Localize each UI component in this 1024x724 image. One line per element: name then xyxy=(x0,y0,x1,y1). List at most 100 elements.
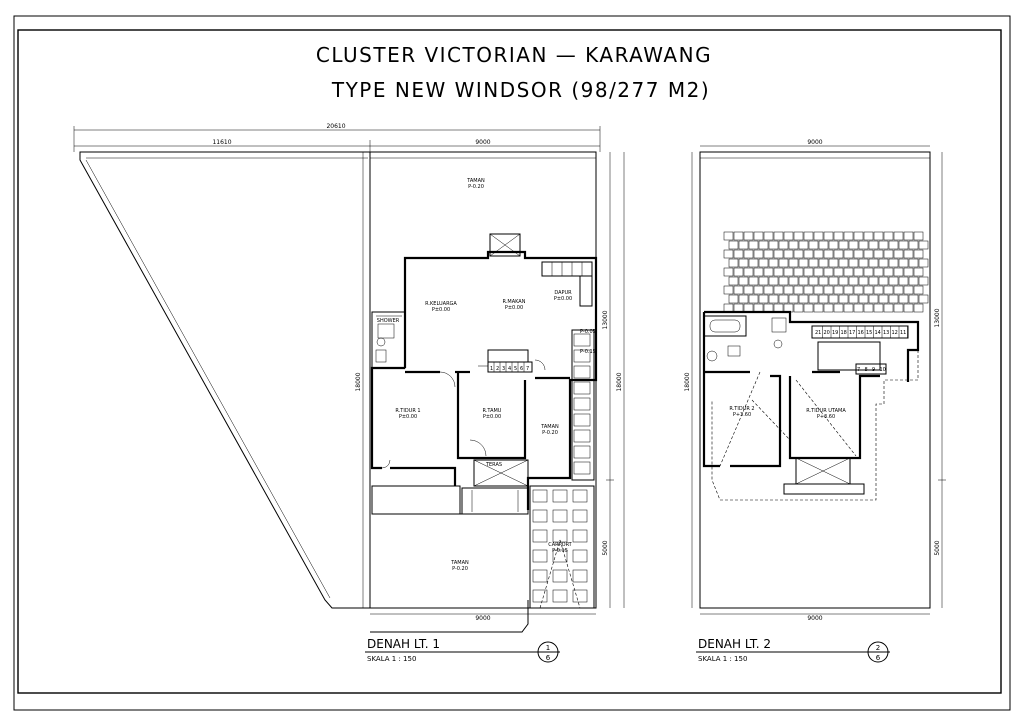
roof-tile xyxy=(893,249,904,259)
roof-tile xyxy=(783,249,794,259)
room-keluarga-level: P±0.00 xyxy=(432,307,450,313)
carport-pavers xyxy=(529,485,595,609)
roof-tile xyxy=(843,267,854,277)
stair-number: 16 xyxy=(858,330,864,336)
roof-tile xyxy=(763,303,774,313)
roof-tile xyxy=(758,240,769,250)
roof-tile xyxy=(763,285,774,295)
roof-tile xyxy=(728,258,739,268)
roof-tile xyxy=(778,240,789,250)
roof-tile xyxy=(778,258,789,268)
room-tidur2: R.TIDUR 2 xyxy=(729,406,754,412)
roof-tile xyxy=(918,294,929,304)
roof-tile xyxy=(768,240,779,250)
roof-tile xyxy=(798,240,809,250)
roof-tile xyxy=(788,258,799,268)
room-dapur: DAPUR xyxy=(554,290,572,296)
roof-tile xyxy=(873,285,884,295)
roof-tile xyxy=(723,249,734,259)
roof-tile xyxy=(763,267,774,277)
lot-rect-2 xyxy=(699,151,931,609)
roof-hip xyxy=(795,379,857,457)
roof-tile xyxy=(738,276,749,286)
roof-tile xyxy=(733,231,744,241)
roof-tile xyxy=(903,285,914,295)
roof-tile xyxy=(803,303,814,313)
roof-tile xyxy=(813,267,824,277)
roof-tile xyxy=(818,240,829,250)
roof-tile xyxy=(833,267,844,277)
roof-tile xyxy=(818,276,829,286)
roof-tile xyxy=(913,249,924,259)
roof-tile xyxy=(788,240,799,250)
lot-diagonal-inner xyxy=(85,159,331,599)
roof-tile xyxy=(733,285,744,295)
roof-tile xyxy=(843,231,854,241)
roof-tile xyxy=(803,267,814,277)
roof-tile xyxy=(893,303,904,313)
stair-number: 19 xyxy=(832,330,838,336)
plan-2-label: DENAH LT. 2 xyxy=(698,637,771,651)
bathtub xyxy=(709,319,741,333)
roof-tile xyxy=(873,249,884,259)
door-swing xyxy=(381,459,391,469)
roof-tile xyxy=(748,258,759,268)
roof-tile xyxy=(803,231,814,241)
room-taman-top: TAMAN xyxy=(466,178,485,184)
roof-tile xyxy=(803,285,814,295)
room-dapur-level: P±0.00 xyxy=(554,296,572,302)
roof-tile xyxy=(768,276,779,286)
stair-number: 20 xyxy=(824,330,830,336)
roof-tile xyxy=(793,267,804,277)
room-tamu: R.TAMU xyxy=(483,408,502,414)
roof-tile xyxy=(898,294,909,304)
roof-tile xyxy=(838,294,849,304)
roof-tile xyxy=(913,267,924,277)
roof-tile xyxy=(853,249,864,259)
outer-frame xyxy=(13,15,1011,711)
side-corridor xyxy=(571,329,595,481)
dim-right-upper-2: 13000 xyxy=(934,308,941,327)
roof-tile xyxy=(833,303,844,313)
roof-tile xyxy=(768,294,779,304)
stair-number: 15 xyxy=(866,330,872,336)
roof-tile xyxy=(798,258,809,268)
front-planter xyxy=(371,485,461,515)
stair-number: 14 xyxy=(875,330,881,336)
dim-width-top-2: 9000 xyxy=(807,139,822,146)
roof-tile xyxy=(903,249,914,259)
roof-tile xyxy=(813,303,824,313)
dim-depth-left-2: 18000 xyxy=(684,372,691,391)
roof-tile xyxy=(828,294,839,304)
roof-tile xyxy=(868,258,879,268)
room-taman-top-level: P-0.20 xyxy=(468,184,484,190)
roof-tile xyxy=(873,303,884,313)
roof-tile xyxy=(733,303,744,313)
roof-tile xyxy=(868,276,879,286)
roof-tile xyxy=(783,285,794,295)
roof-tile xyxy=(853,285,864,295)
roof-tile xyxy=(783,267,794,277)
roof-tile xyxy=(783,231,794,241)
roof-tile xyxy=(888,240,899,250)
roof-tile xyxy=(908,240,919,250)
label-leader xyxy=(370,600,529,633)
stair-number: 13 xyxy=(883,330,889,336)
stair-number: 10 xyxy=(880,367,886,373)
roof-edge-dashed xyxy=(711,350,919,501)
roof-tile xyxy=(853,231,864,241)
room-shower: SHOWER xyxy=(377,318,400,324)
door-swing xyxy=(534,359,546,371)
roof-tile xyxy=(743,231,754,241)
room-makan-level: P±0.00 xyxy=(505,305,523,311)
roof-tile xyxy=(823,249,834,259)
roof-tile xyxy=(858,240,869,250)
roof-tile xyxy=(813,231,824,241)
roof-tile xyxy=(753,231,764,241)
roof-tile xyxy=(753,303,764,313)
roof-tile xyxy=(798,294,809,304)
roof-tile xyxy=(753,267,764,277)
roof-tile xyxy=(858,258,869,268)
roof-tile xyxy=(863,267,874,277)
